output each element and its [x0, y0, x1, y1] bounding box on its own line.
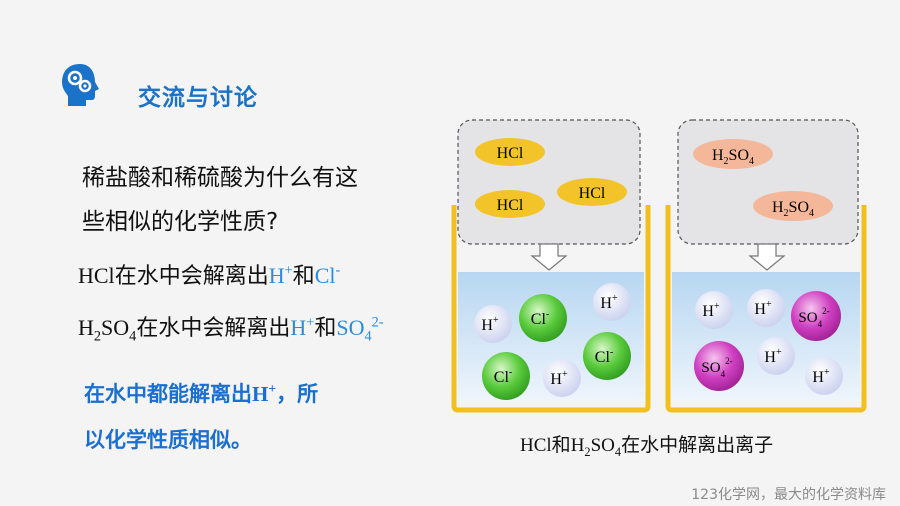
- ion: H+: [805, 357, 843, 395]
- svg-text:SO42-: SO42-: [701, 356, 732, 379]
- svg-text:H+: H+: [764, 347, 782, 366]
- svg-text:Cl-: Cl-: [531, 309, 549, 328]
- ion: Cl-: [583, 332, 631, 380]
- footer-watermark: 123化学网，最大的化学资料库: [691, 487, 886, 503]
- molecule-box: [677, 119, 859, 245]
- hcl-dissociation-text: HCl在水中会解离出H+和Cl-: [78, 262, 341, 289]
- head-gears-icon: [58, 62, 102, 108]
- ion: H+: [695, 291, 733, 329]
- h2so4-molecule-label: H2SO4: [772, 199, 814, 219]
- question-line-1: 稀盐酸和稀硫酸为什么有这: [82, 165, 358, 191]
- svg-text:H+: H+: [600, 293, 618, 312]
- dissociation-diagram: HCl HCl HCl H+ Cl- H+ Cl- Cl- H+ H2SO4 H…: [451, 119, 867, 413]
- down-arrow-icon: [530, 243, 568, 271]
- hcl-beaker: HCl HCl HCl H+ Cl- H+ Cl- Cl- H+: [451, 119, 651, 413]
- h2so4-molecule-label: H2SO4: [712, 147, 754, 167]
- svg-text:H+: H+: [481, 315, 499, 334]
- hcl-molecule: [475, 138, 545, 166]
- ion: SO42-: [694, 341, 744, 391]
- down-arrow-icon: [748, 243, 786, 271]
- ion: H+: [757, 337, 795, 375]
- ion: Cl-: [482, 352, 530, 400]
- svg-text:H+: H+: [550, 369, 568, 388]
- hcl-molecule-label: HCl: [497, 145, 524, 162]
- conclusion-line-2: 以化学性质相似。: [84, 428, 252, 452]
- hcl-molecule: [557, 178, 627, 206]
- cl-ion-label: Cl-: [314, 262, 341, 288]
- h-ion-label: H+: [290, 314, 315, 340]
- hcl-molecule-label: HCl: [579, 185, 606, 202]
- so4-ion-label: SO42-: [336, 314, 384, 345]
- ion: SO42-: [791, 291, 841, 341]
- h2so4-molecule: [753, 191, 833, 221]
- svg-text:Cl-: Cl-: [494, 367, 512, 386]
- svg-text:SO42-: SO42-: [798, 306, 829, 329]
- h2so4-dissociation-text: H2SO4在水中会解离出H+和SO42-: [78, 314, 384, 345]
- h2so4-formula: H2SO4: [78, 315, 137, 345]
- ion: H+: [543, 359, 581, 397]
- hcl-formula: HCl: [78, 263, 115, 288]
- hcl-molecule: [475, 190, 545, 218]
- svg-text:Cl-: Cl-: [595, 347, 613, 366]
- ion: Cl-: [519, 294, 567, 342]
- hcl-molecule-label: HCl: [497, 197, 524, 214]
- diagram-caption: HCl和H2SO4在水中解离出离子: [520, 434, 774, 459]
- ion: H+: [593, 283, 631, 321]
- section-title: 交流与讨论: [138, 85, 258, 111]
- question-line-2: 些相似的化学性质?: [82, 209, 279, 235]
- conclusion-line-1: 在水中都能解离出H+，所: [84, 381, 319, 406]
- h2so4-beaker: H2SO4 H2SO4 H+ H+ SO42- SO42- H+ H+: [665, 119, 867, 413]
- h2so4-molecule: [693, 139, 773, 169]
- ion: H+: [747, 289, 785, 327]
- svg-text:H+: H+: [812, 367, 830, 386]
- svg-text:H+: H+: [702, 301, 720, 320]
- ion: H+: [474, 305, 512, 343]
- h-ion-label: H+: [268, 262, 293, 288]
- svg-text:H+: H+: [754, 299, 772, 318]
